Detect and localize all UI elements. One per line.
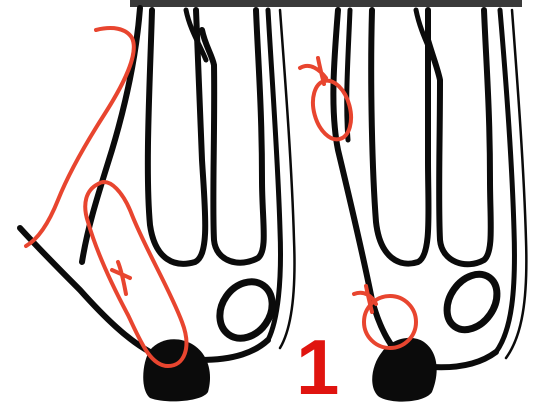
left-right-wall-inner <box>280 10 294 348</box>
right-suture-ties-top <box>300 58 326 84</box>
left-inner-loop <box>148 10 205 264</box>
right-inner-loop <box>371 10 428 264</box>
right-right-wall-inner <box>506 10 526 358</box>
scan-edge-strip <box>130 0 522 7</box>
right-oval <box>437 265 507 339</box>
left-bottom-curve <box>200 340 268 360</box>
right-annotations <box>300 58 416 348</box>
left-suture-loop <box>85 182 186 366</box>
left-inner-loop-2 <box>202 10 264 263</box>
right-panel <box>333 10 526 402</box>
figure-number-label: 1 <box>296 328 339 406</box>
left-base-mass <box>143 339 210 401</box>
right-inner-loop-2 <box>428 10 491 264</box>
left-panel <box>20 8 294 401</box>
